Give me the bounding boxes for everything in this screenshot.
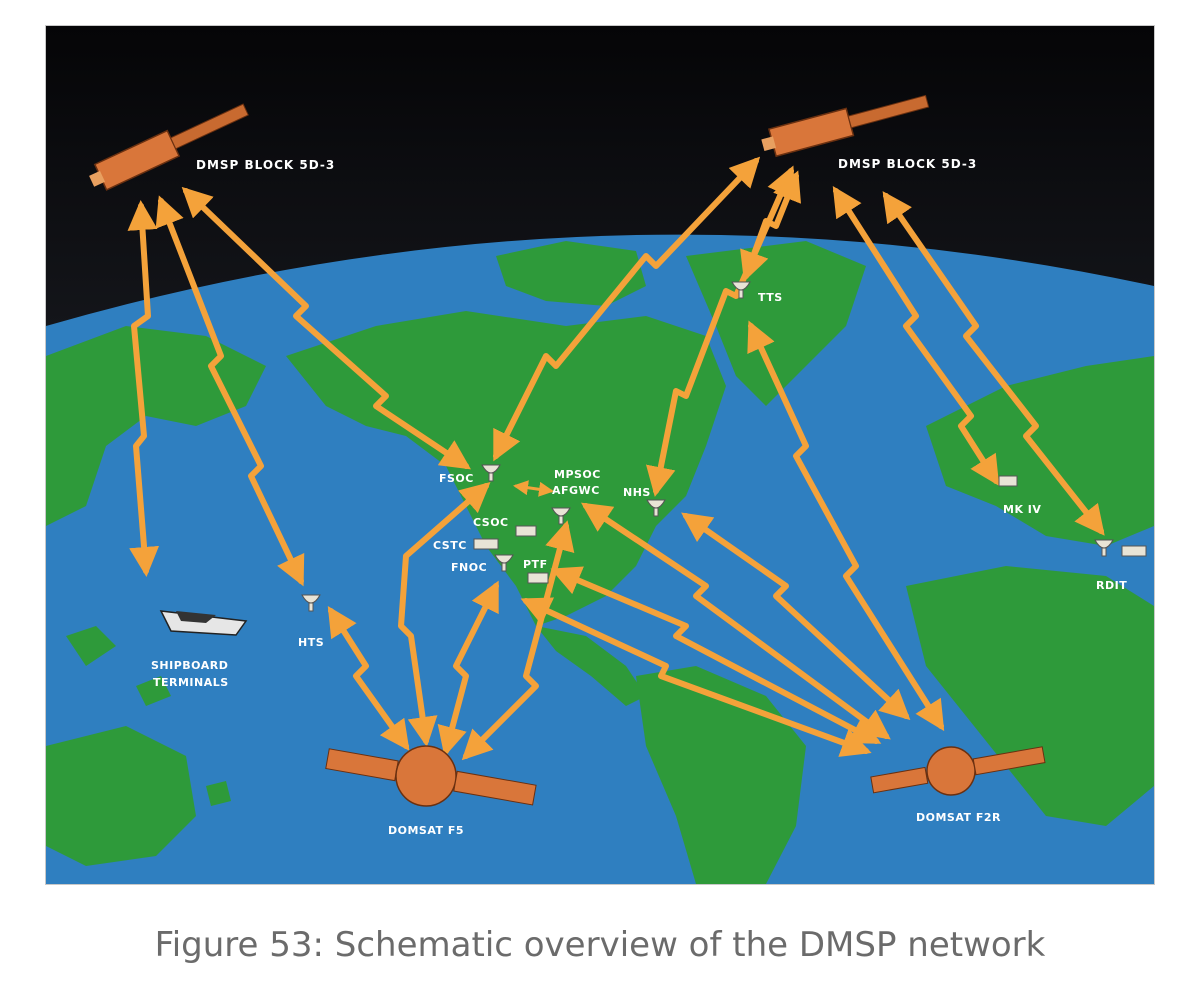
label-dmsp-right: DMSP BLOCK 5D-3 — [838, 157, 977, 171]
satellite-dish-icon — [481, 464, 501, 482]
ground-stations — [301, 281, 1147, 612]
label-fnoc: FNOC — [451, 561, 487, 574]
link-dmsp-left-fsoc — [181, 186, 471, 470]
label-shipboard-line2: TERMINALS — [153, 676, 229, 689]
label-dmsp-left: DMSP BLOCK 5D-3 — [196, 158, 335, 172]
label-tts: TTS — [758, 291, 783, 304]
label-mk-iv: MK IV — [1003, 503, 1041, 516]
label-cstc: CSTC — [433, 539, 467, 552]
ship-icon — [159, 610, 248, 636]
link-domsat-f5-fsoc — [398, 482, 491, 747]
link-domsat-f5-hts — [327, 605, 410, 751]
building-icon — [515, 525, 537, 537]
link-dmsp-right-tts — [740, 170, 802, 282]
building-icon — [1121, 545, 1147, 557]
domsat-f5-satellite-icon — [325, 745, 537, 807]
satellite-dish-icon — [646, 499, 666, 517]
satellite-dish-icon — [1094, 539, 1114, 557]
label-ptf: PTF — [523, 558, 548, 571]
building-icon — [473, 538, 499, 550]
dmsp-satellite-right-icon — [761, 94, 930, 158]
domsat-f2r-satellite-icon — [870, 746, 1046, 796]
satellite-dish-icon — [731, 281, 751, 299]
link-domsat-f2r-fnoc — [520, 597, 872, 757]
link-dmsp-left-shipboard — [127, 200, 160, 577]
africa-land — [906, 566, 1154, 826]
label-shipboard-line1: SHIPBOARD — [151, 659, 228, 672]
link-fsoc-afgwc — [513, 480, 554, 497]
dmsp-network-diagram: DMSP BLOCK 5D-3 DMSP BLOCK 5D-3 TTS FSOC… — [45, 25, 1155, 885]
satellite-dish-icon — [551, 507, 571, 525]
link-dmsp-right-rdit — [882, 191, 1105, 536]
label-csoc: CSOC — [473, 516, 509, 529]
label-mpsoc: MPSOC — [554, 468, 601, 481]
pacific-islands-land — [66, 626, 231, 806]
satellite-dish-icon — [301, 594, 321, 612]
label-afgwc: AFGWC — [552, 484, 600, 497]
dmsp-satellite-left-icon — [89, 103, 249, 191]
label-rdit: RDIT — [1096, 579, 1127, 592]
building-icon — [527, 572, 549, 584]
satellite-dish-icon — [494, 554, 514, 572]
building-icon — [998, 475, 1018, 487]
label-hts: HTS — [298, 636, 324, 649]
label-domsat-f2r: DOMSAT F2R — [916, 811, 1001, 824]
figure-caption: Figure 53: Schematic overview of the DMS… — [154, 925, 1046, 965]
australia-land — [46, 726, 196, 866]
label-fsoc: FSOC — [439, 472, 474, 485]
label-nhs: NHS — [623, 486, 651, 499]
communication-links — [127, 156, 1105, 761]
label-domsat-f5: DOMSAT F5 — [388, 824, 464, 837]
